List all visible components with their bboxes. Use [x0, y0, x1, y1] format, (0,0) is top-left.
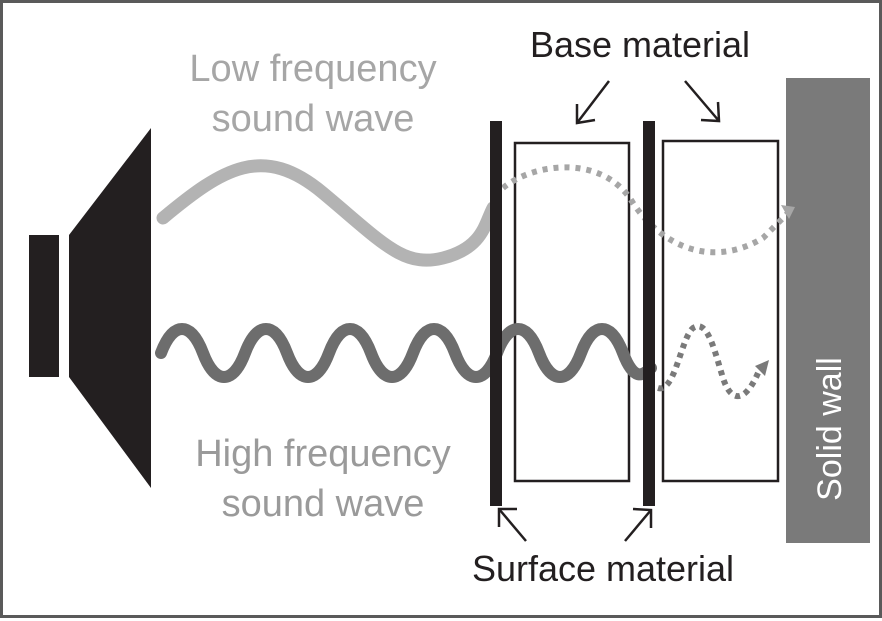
surface-material-bar-2: [643, 121, 655, 506]
high-frequency-wave: [161, 329, 651, 377]
base-material-block-1: [515, 143, 629, 481]
sound-absorption-diagram: Solid wall Base material Surface materia…: [3, 3, 882, 621]
speaker-icon: [29, 128, 151, 488]
low-frequency-label-line1: Low frequency: [189, 48, 436, 90]
arrow-icon: [685, 81, 719, 121]
high-frequency-wave-attenuated: [658, 326, 758, 396]
arrow-icon: [499, 509, 526, 541]
arrow-icon: [625, 509, 651, 541]
surface-material-label: Surface material: [472, 548, 734, 589]
base-material-block-2: [663, 141, 778, 481]
arrow-icon: [577, 81, 609, 123]
high-frequency-label-line1: High frequency: [195, 433, 451, 475]
solid-wall-label: Solid wall: [811, 357, 849, 501]
low-frequency-wave: [163, 166, 493, 260]
high-frequency-label-line2: sound wave: [222, 483, 425, 525]
low-frequency-label-line2: sound wave: [212, 98, 415, 140]
base-material-label: Base material: [530, 24, 750, 65]
surface-material-bar-1: [490, 121, 502, 506]
